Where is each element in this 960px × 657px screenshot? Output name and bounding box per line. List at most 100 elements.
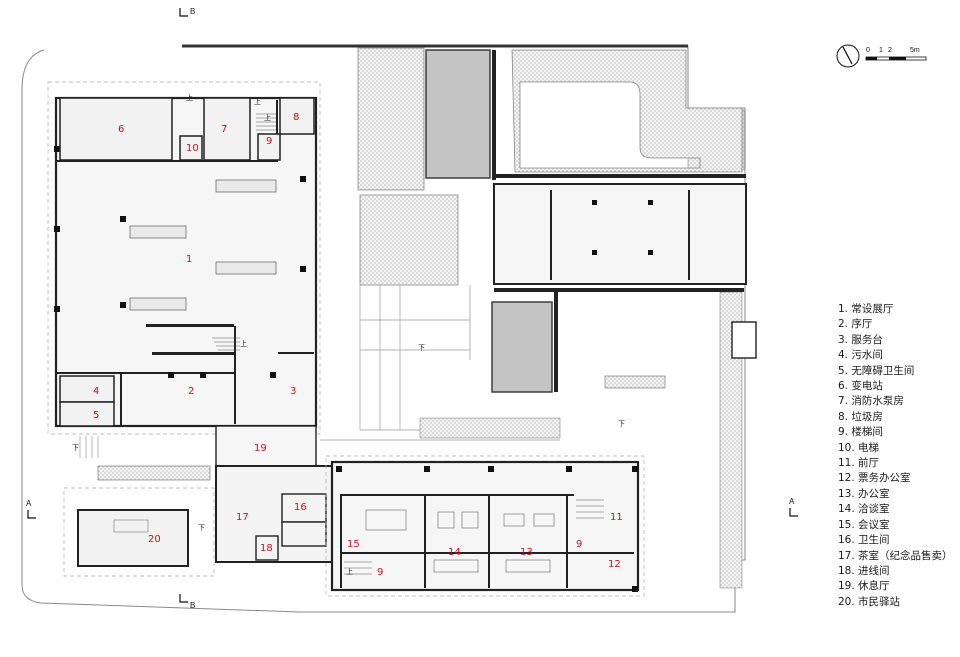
bench-east: [604, 375, 666, 389]
up-marker-5: 上: [346, 567, 353, 576]
rest-hall-floor: [215, 425, 317, 467]
scale-tick-2: 2: [888, 47, 892, 54]
room-label-8: 8: [293, 112, 299, 123]
service-rooms-north: [59, 97, 315, 161]
legend-item: 1. 常设展厅: [838, 303, 894, 315]
legend-item: 18. 进线间: [838, 564, 890, 577]
room-label-15: 15: [347, 539, 360, 550]
pavilion-columns: [592, 200, 653, 255]
room-label-9a: 9: [266, 136, 272, 147]
room-label-4: 4: [93, 386, 99, 397]
office-wing-outline: [330, 460, 640, 592]
legend-item: 19. 休息厅: [838, 580, 890, 593]
scale-tick-end: 5m: [910, 47, 920, 54]
svg-text:A: A: [26, 499, 32, 508]
room-label-9b: 9: [576, 539, 582, 550]
down-marker-1: 下: [418, 344, 425, 352]
legend-item: 2. 序厅: [838, 318, 873, 331]
room-label-9c: 9: [377, 567, 383, 578]
room-label-17: 17: [236, 512, 249, 523]
scale-tick-0: 0: [866, 47, 870, 54]
scale-tick-1: 1: [879, 47, 883, 54]
legend-item: 15. 会议室: [838, 518, 890, 531]
room-label-20: 20: [148, 534, 161, 545]
legend-item: 11. 前厅: [838, 457, 880, 470]
exhibition-partitions: [56, 100, 314, 426]
room-label-6: 6: [118, 124, 124, 135]
exhibition-columns: [54, 146, 306, 378]
legend-item: 7. 消防水泵房: [838, 395, 904, 408]
room-label-14: 14: [448, 547, 461, 558]
hall-stair-main: [212, 337, 240, 351]
section-mark-a-right: A: [789, 497, 798, 517]
legend-item: 17. 茶室（纪念品售卖）: [838, 549, 953, 562]
svg-text:B: B: [190, 601, 195, 610]
up-marker-4: 上: [240, 339, 247, 348]
dark-hall-north: [425, 49, 491, 179]
legend-item: 3. 服务台: [838, 333, 883, 346]
up-marker-2: 上: [254, 97, 261, 106]
section-mark-b-bottom: B: [179, 594, 195, 610]
office-partitions: [340, 494, 634, 588]
planter-south-strip: [419, 417, 561, 439]
legend-item: 8. 垃圾房: [838, 410, 883, 423]
section-mark-a-left: A: [26, 499, 36, 519]
hall-stair-north: [256, 113, 276, 131]
room-label-3: 3: [290, 386, 296, 397]
section-mark-b-top: B: [179, 7, 195, 17]
east-wall-spine: [554, 292, 558, 392]
room-label-7: 7: [221, 124, 227, 135]
up-marker-3: 上: [264, 113, 271, 122]
legend-item: 13. 办公室: [838, 487, 890, 500]
pavilion-corridor: [494, 288, 744, 292]
building-dashed-outline: [47, 81, 321, 435]
west-steps: [79, 436, 99, 458]
room-label-18: 18: [260, 543, 273, 554]
office-furniture: [365, 509, 555, 573]
legend-item: 20. 市民驿站: [838, 595, 901, 608]
down-marker-4: 下: [618, 420, 625, 428]
east-gate: [731, 321, 757, 359]
room-label-11: 11: [610, 512, 623, 523]
legend-item: 16. 卫生间: [838, 534, 890, 547]
legend-item: 4. 污水间: [838, 349, 883, 362]
office-wing-dashed: [325, 455, 645, 597]
north-arrow-icon: [836, 44, 860, 68]
citizen-station-block: [77, 509, 189, 567]
planter-north: [357, 47, 425, 191]
room-label-5: 5: [93, 410, 99, 421]
pavilion-outline: [493, 183, 747, 285]
office-stairs: [344, 499, 604, 575]
svg-text:A: A: [789, 497, 795, 506]
pavilion-partitions: [494, 174, 746, 280]
room-label-10: 10: [186, 143, 199, 154]
legend-item: 6. 变电站: [838, 380, 883, 393]
room-label-16: 16: [294, 502, 307, 513]
ramp-lines: [320, 285, 560, 441]
office-columns: [336, 466, 638, 592]
svg-text:B: B: [190, 7, 195, 16]
room-label-12: 12: [608, 559, 621, 570]
room-legend: 1. 常设展厅 2. 序厅 3. 服务台 4. 污水间 5. 无障碍卫生间 6.…: [838, 302, 953, 610]
legend-item: 5. 无障碍卫生间: [838, 364, 915, 377]
room-label-1: 1: [186, 254, 192, 265]
citizen-counter: [113, 519, 149, 533]
room-label-19: 19: [254, 443, 267, 454]
up-marker-1: 上: [186, 93, 193, 102]
room-label-13: 13: [520, 547, 533, 558]
legend-item: 10. 电梯: [838, 441, 880, 454]
north-wall-spine: [492, 50, 496, 180]
down-marker-2: 下: [72, 444, 79, 452]
dark-hall-south: [491, 301, 553, 393]
scale-bar: 0 1 2 5m: [865, 47, 927, 61]
down-marker-3: 下: [198, 524, 205, 532]
legend-item: 12. 票务办公室: [838, 472, 911, 485]
service-rooms-south: [59, 375, 115, 427]
courtyard-garden: [511, 49, 743, 173]
room-label-2: 2: [188, 386, 194, 397]
planter-west: [97, 465, 211, 481]
planter-central: [359, 194, 459, 286]
legend-item: 9. 楼梯间: [838, 426, 883, 439]
legend-item: 14. 洽谈室: [838, 503, 890, 516]
